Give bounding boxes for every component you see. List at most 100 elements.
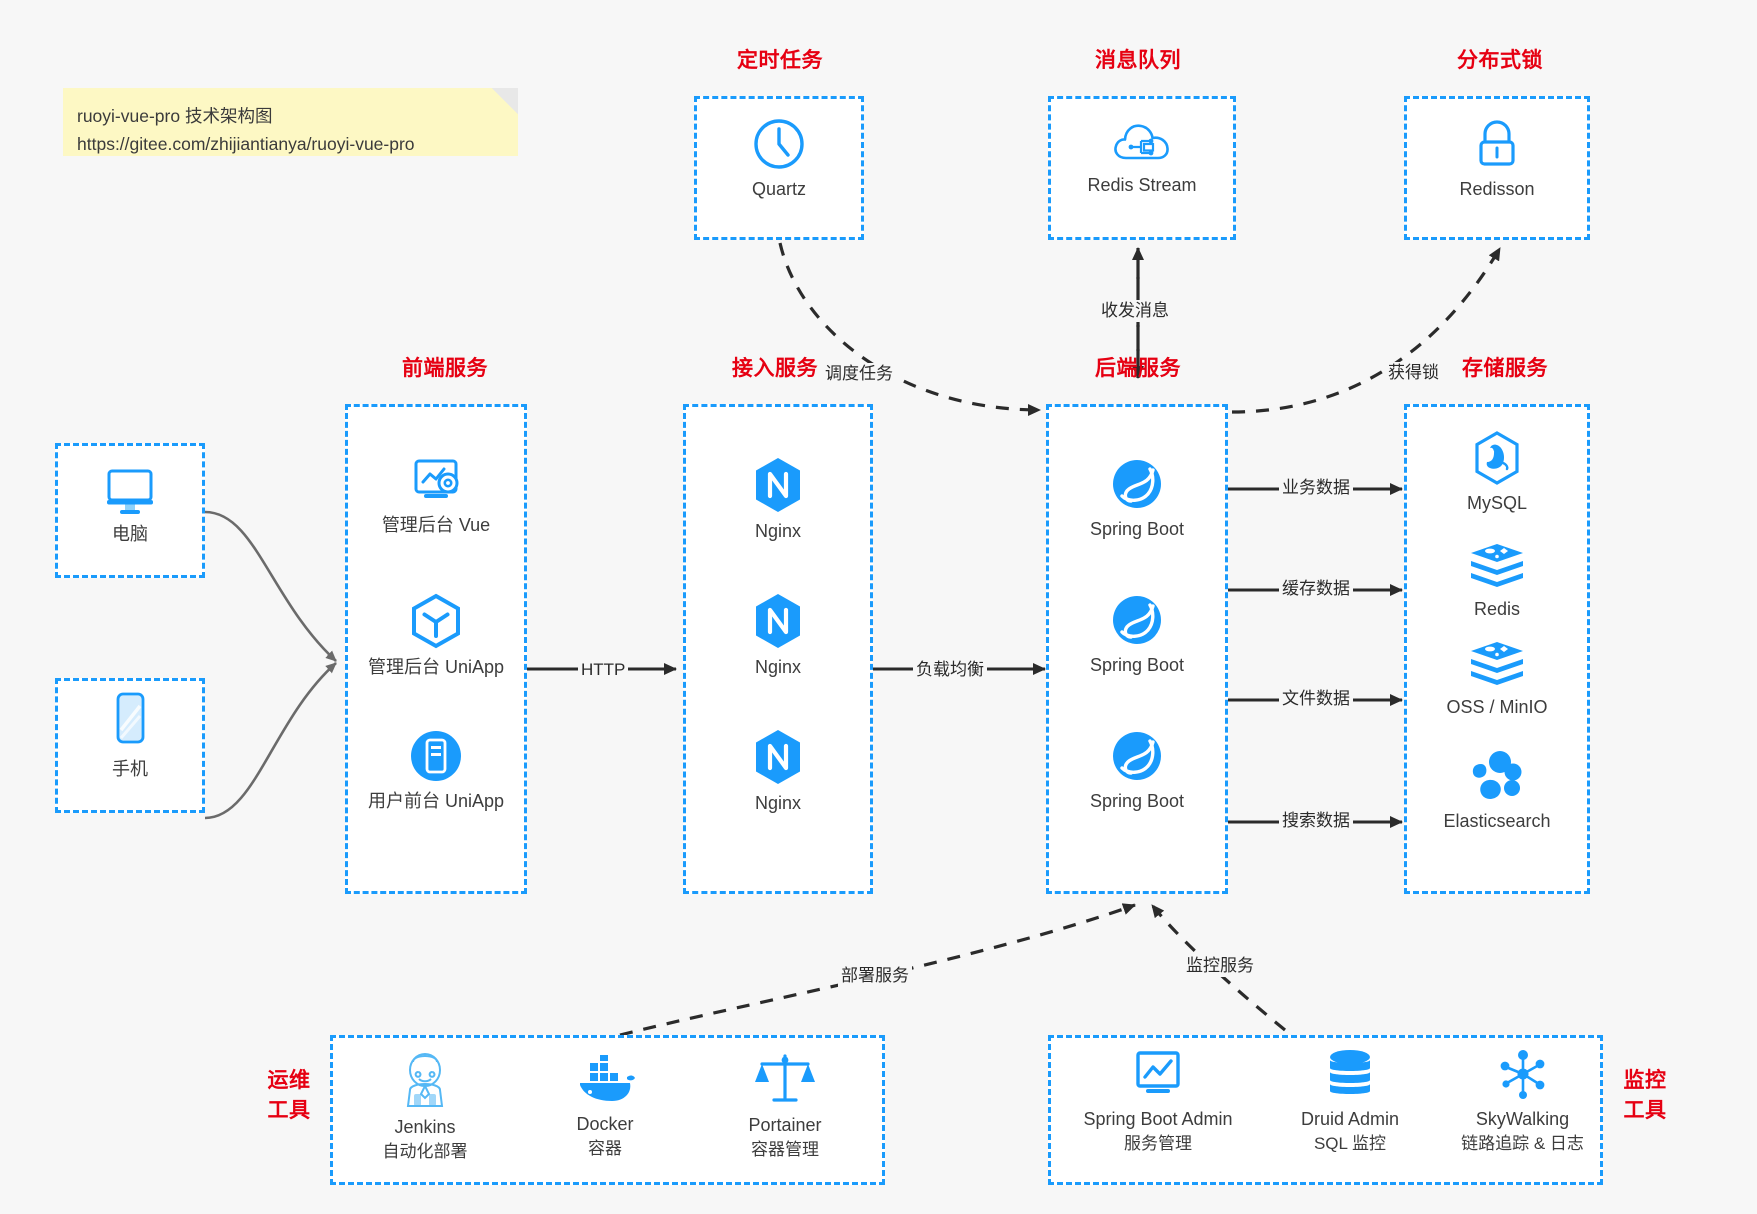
node-label: 手机: [112, 759, 148, 779]
node-admin-vue[interactable]: 管理后台 Vue: [345, 456, 527, 538]
node-label: 管理后台 Vue: [381, 515, 491, 535]
node-label: 电脑: [112, 524, 148, 544]
spring-boot-icon: [1113, 596, 1161, 644]
mobile-app-icon: [411, 731, 461, 781]
database-icon: [1330, 1050, 1370, 1094]
group-title-monitor: 监控 工具: [1614, 1066, 1676, 1126]
nginx-icon: [756, 594, 800, 648]
node-label: Spring Boot: [1089, 519, 1185, 539]
edge-label-acquire-lock: 获得锁: [1385, 362, 1442, 384]
clock-icon: [754, 119, 804, 169]
node-label: Nginx: [754, 793, 802, 813]
node-mysql[interactable]: MySQL: [1404, 430, 1590, 516]
node-label: 管理后台 UniApp: [367, 657, 505, 677]
node-label: 用户前台 UniApp: [367, 791, 505, 811]
node-redisson[interactable]: Redisson: [1404, 118, 1590, 202]
edge-label-deploy-service: 部署服务: [838, 965, 912, 987]
edge-desktop-to-frontend: [204, 510, 337, 662]
edge-schedule-task: [778, 242, 1041, 416]
node-skywalking[interactable]: SkyWalking 链路追踪 & 日志: [1430, 1048, 1615, 1156]
node-sublabel: 自动化部署: [382, 1142, 468, 1161]
oss-minio-icon: [1471, 642, 1523, 685]
node-label: MySQL: [1466, 493, 1527, 513]
group-title-mq: 消息队列: [1095, 49, 1181, 72]
node-label: Redis: [1473, 599, 1521, 619]
desktop-icon: [107, 469, 153, 514]
node-druid-admin[interactable]: Druid Admin SQL 监控: [1260, 1048, 1440, 1156]
node-label: Druid Admin: [1300, 1109, 1400, 1129]
group-title-backend: 后端服务: [1095, 357, 1181, 380]
node-label: Redisson: [1459, 179, 1535, 199]
group-title-monitor-line1: 监控: [1623, 1069, 1667, 1092]
node-label: Spring Boot: [1089, 655, 1185, 675]
edge-label-cache-data: 缓存数据: [1279, 578, 1353, 600]
node-label: Portainer: [748, 1115, 822, 1135]
group-box-frontend: [345, 404, 527, 894]
node-spring-boot-3[interactable]: Spring Boot: [1046, 728, 1228, 814]
node-elasticsearch[interactable]: Elasticsearch: [1404, 750, 1590, 834]
node-spring-boot-2[interactable]: Spring Boot: [1046, 592, 1228, 678]
nginx-icon: [756, 730, 800, 784]
edge-label-monitor-service: 监控服务: [1183, 955, 1257, 977]
node-portainer[interactable]: Portainer 容器管理: [695, 1050, 875, 1162]
node-sublabel: 服务管理: [1124, 1134, 1192, 1153]
node-spring-boot-admin[interactable]: Spring Boot Admin 服务管理: [1058, 1048, 1258, 1156]
node-user-uniapp[interactable]: 用户前台 UniApp: [345, 728, 527, 814]
scales-icon: [755, 1054, 815, 1102]
docker-icon: [580, 1055, 635, 1101]
node-nginx-2[interactable]: Nginx: [683, 592, 873, 680]
node-label: Elasticsearch: [1443, 811, 1551, 831]
edge-acquire-lock: [1231, 247, 1502, 414]
node-quartz[interactable]: Quartz: [694, 116, 864, 202]
node-redis-stream[interactable]: Redis Stream: [1048, 118, 1236, 198]
edge-label-load-balance: 负载均衡: [913, 659, 987, 681]
elasticsearch-icon: [1472, 751, 1522, 799]
node-spring-boot-1[interactable]: Spring Boot: [1046, 456, 1228, 542]
node-redis[interactable]: Redis: [1404, 542, 1590, 622]
node-label: Nginx: [754, 521, 802, 541]
group-title-devops: 运维 工具: [258, 1066, 320, 1126]
edge-label-file-data: 文件数据: [1279, 688, 1353, 710]
node-docker[interactable]: Docker 容器: [520, 1055, 690, 1161]
node-nginx-3[interactable]: Nginx: [683, 728, 873, 816]
group-title-scheduler: 定时任务: [737, 49, 823, 72]
lock-icon: [1479, 120, 1515, 166]
group-title-frontend: 前端服务: [402, 357, 488, 380]
dashboard-gear-icon: [414, 459, 459, 498]
node-admin-uniapp[interactable]: 管理后台 UniApp: [345, 592, 527, 680]
note-url: https://gitee.com/zhijiantianya/ruoyi-vu…: [77, 134, 415, 154]
note-fold-corner: [492, 88, 518, 114]
edge-label-business-data: 业务数据: [1279, 477, 1353, 499]
group-box-mq: [1048, 96, 1236, 240]
edge-label-http: HTTP: [578, 659, 629, 681]
node-label: Quartz: [751, 179, 807, 199]
phone-icon: [116, 692, 145, 744]
group-title-lock: 分布式锁: [1457, 49, 1543, 72]
node-label: Spring Boot: [1089, 791, 1185, 811]
spring-boot-icon: [1113, 732, 1161, 780]
sticky-note: ruoyi-vue-pro 技术架构图 https://gitee.com/zh…: [63, 88, 518, 156]
group-title-gateway: 接入服务: [732, 357, 818, 380]
node-label: Docker: [576, 1114, 634, 1134]
node-label: SkyWalking: [1475, 1109, 1570, 1129]
node-phone[interactable]: 手机: [55, 690, 205, 782]
nginx-icon: [756, 458, 800, 512]
group-title-monitor-line2: 工具: [1623, 1099, 1667, 1122]
node-sublabel: 容器: [588, 1139, 622, 1158]
node-nginx-1[interactable]: Nginx: [683, 456, 873, 544]
node-sublabel: 链路追踪 & 日志: [1461, 1134, 1584, 1153]
node-label: Redis Stream: [1087, 175, 1197, 195]
group-box-monitor: [1048, 1035, 1603, 1185]
group-title-devops-line1: 运维: [267, 1069, 311, 1092]
node-jenkins[interactable]: Jenkins 自动化部署: [340, 1050, 510, 1164]
node-sublabel: SQL 监控: [1313, 1134, 1387, 1153]
hexagon-cube-icon: [412, 593, 460, 649]
node-desktop[interactable]: 电脑: [55, 465, 205, 547]
node-label: Nginx: [754, 657, 802, 677]
node-oss-minio[interactable]: OSS / MinIO: [1404, 640, 1590, 720]
group-box-lock: [1404, 96, 1590, 240]
edge-label-send-receive-message: 收发消息: [1098, 300, 1172, 322]
spring-boot-icon: [1113, 460, 1161, 508]
monitor-chart-icon: [1136, 1051, 1180, 1093]
